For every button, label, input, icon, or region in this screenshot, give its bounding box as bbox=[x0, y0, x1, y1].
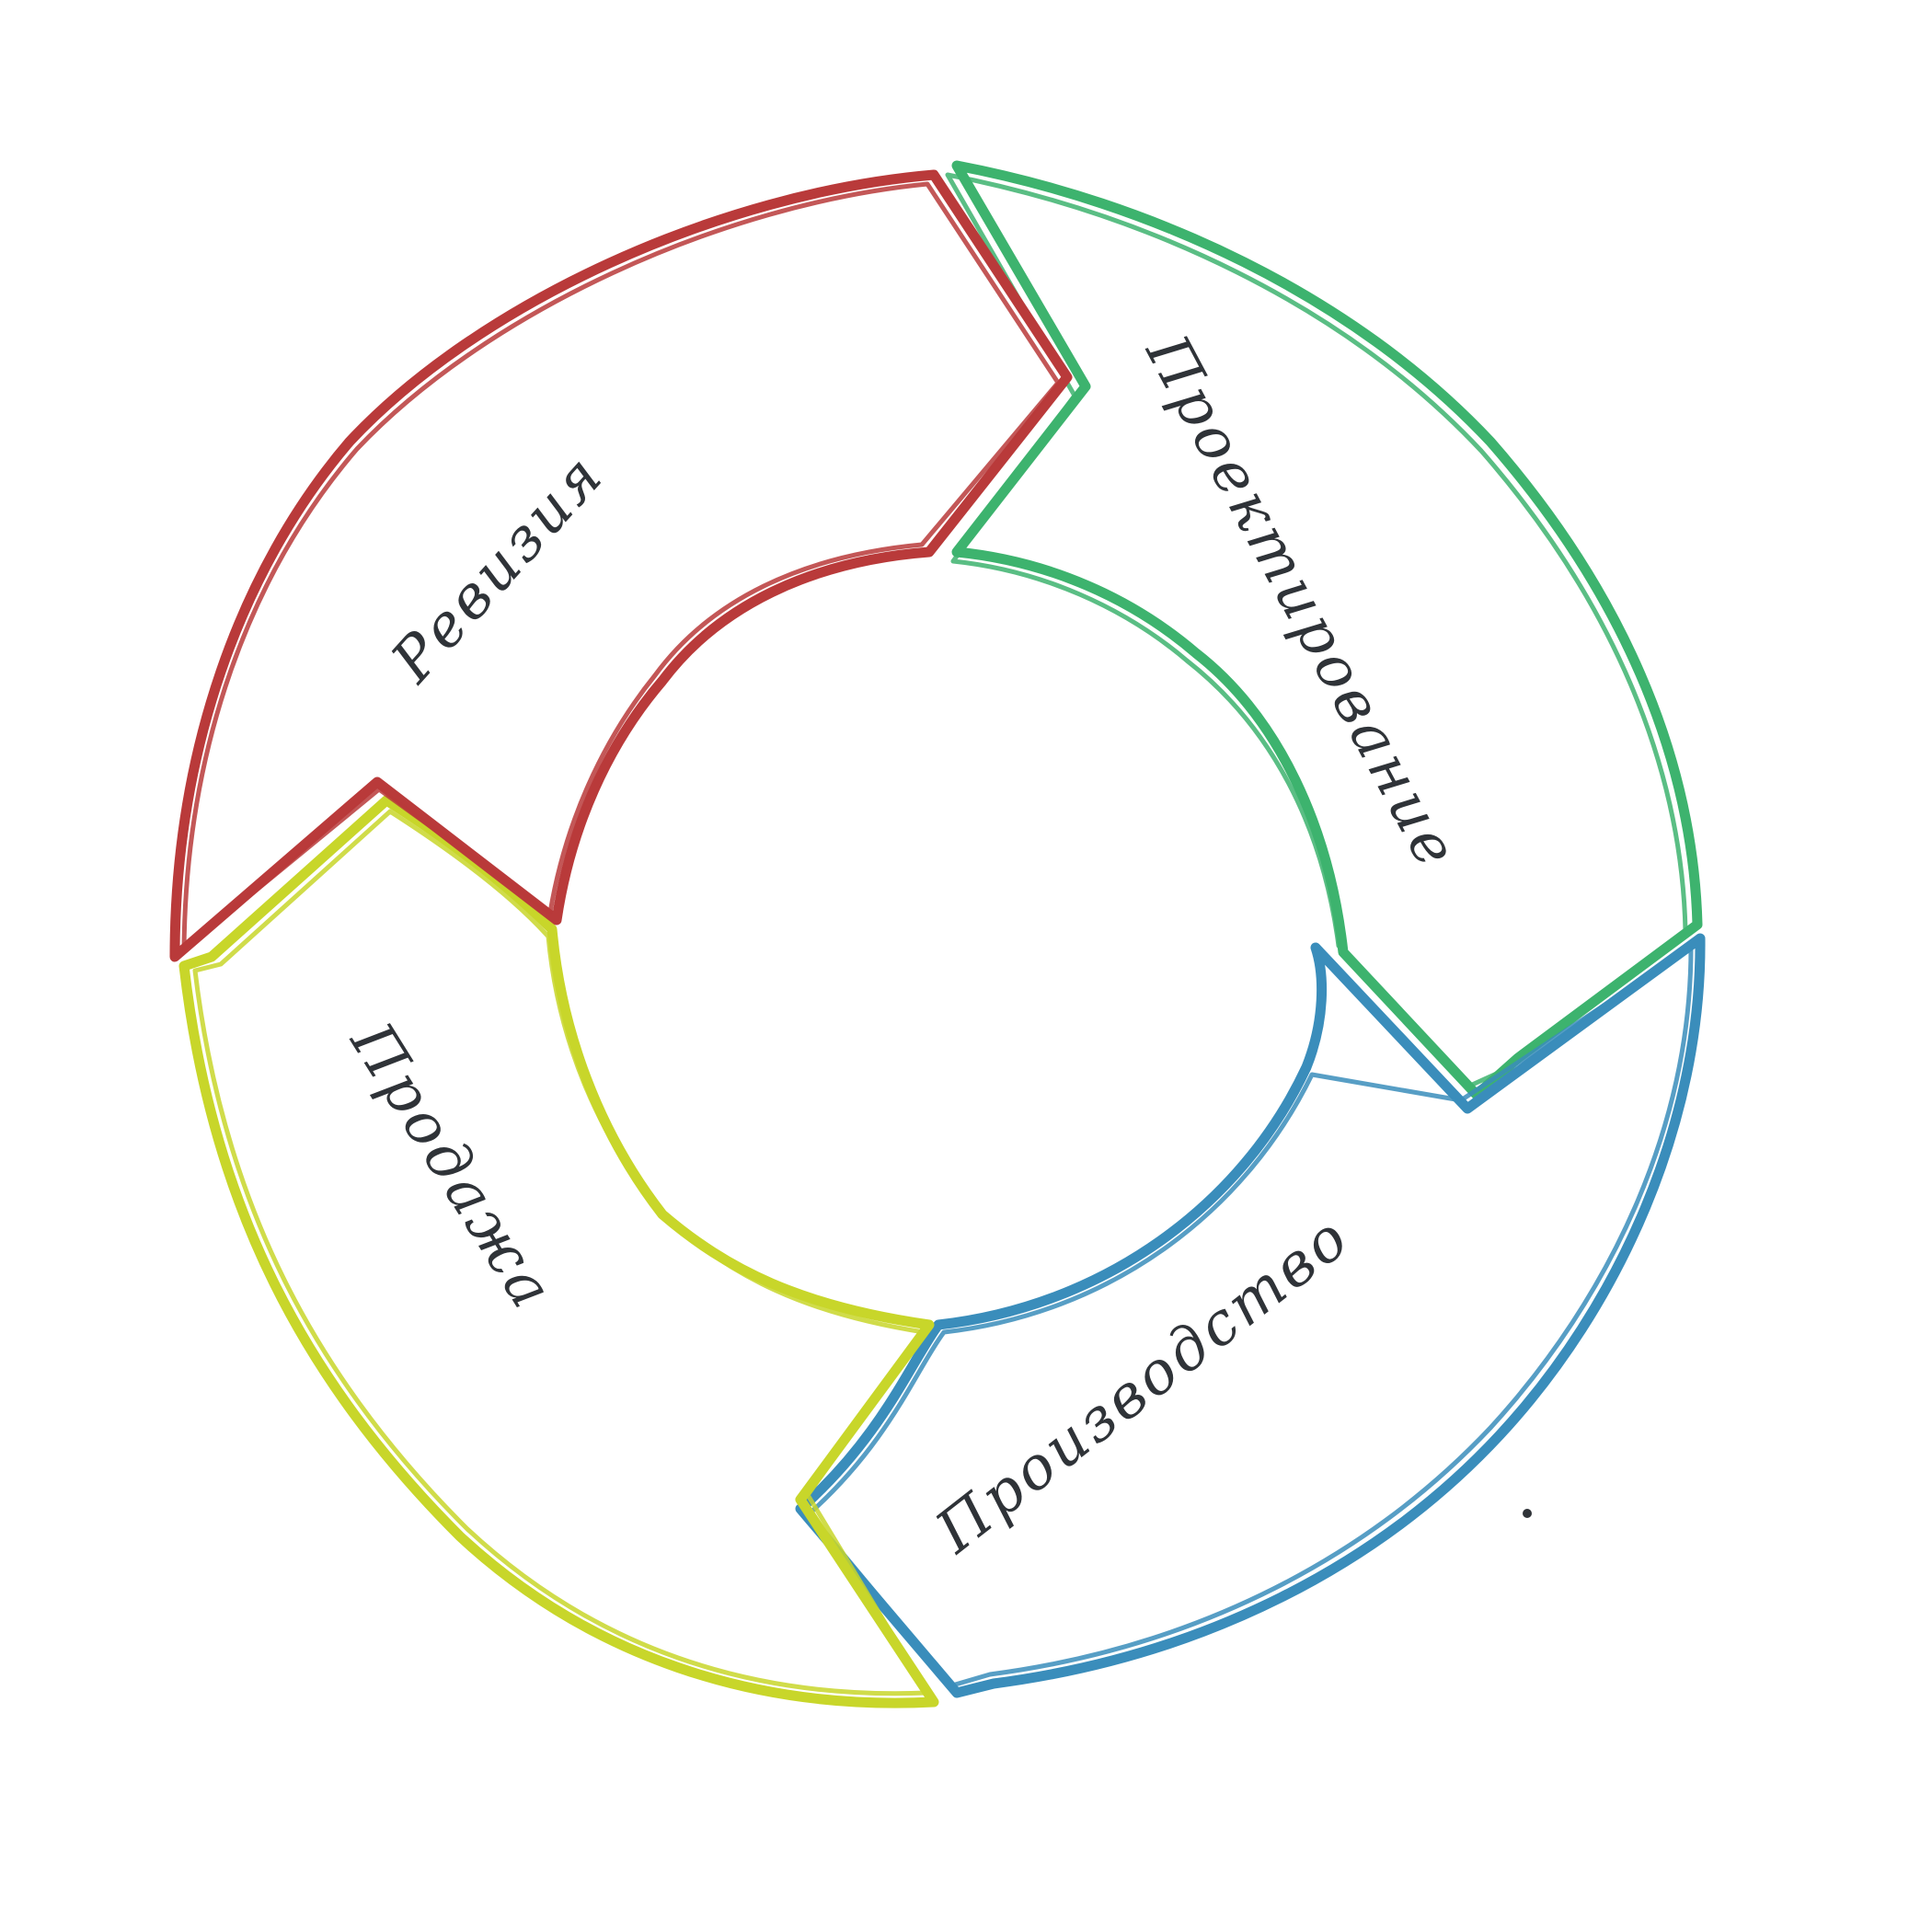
segment-sales-outline bbox=[178, 795, 939, 1708]
label-sales: Продажа bbox=[337, 1010, 567, 1322]
segment-revision bbox=[169, 169, 1073, 962]
segment-design-outline bbox=[951, 160, 1703, 1100]
segment-design-sketch bbox=[945, 172, 1688, 1088]
segment-design bbox=[945, 160, 1703, 1100]
segment-production-outline bbox=[795, 933, 1706, 1698]
segment-sales bbox=[178, 795, 939, 1708]
stray-dot bbox=[1523, 1509, 1532, 1518]
segment-sales-sketch bbox=[192, 809, 930, 1696]
segment-revision-sketch bbox=[181, 181, 1061, 952]
segment-production-sketch bbox=[807, 945, 1694, 1688]
segment-production bbox=[795, 933, 1706, 1698]
label-revision: Ревизия bbox=[378, 441, 617, 696]
segment-revision-outline bbox=[169, 169, 1073, 962]
